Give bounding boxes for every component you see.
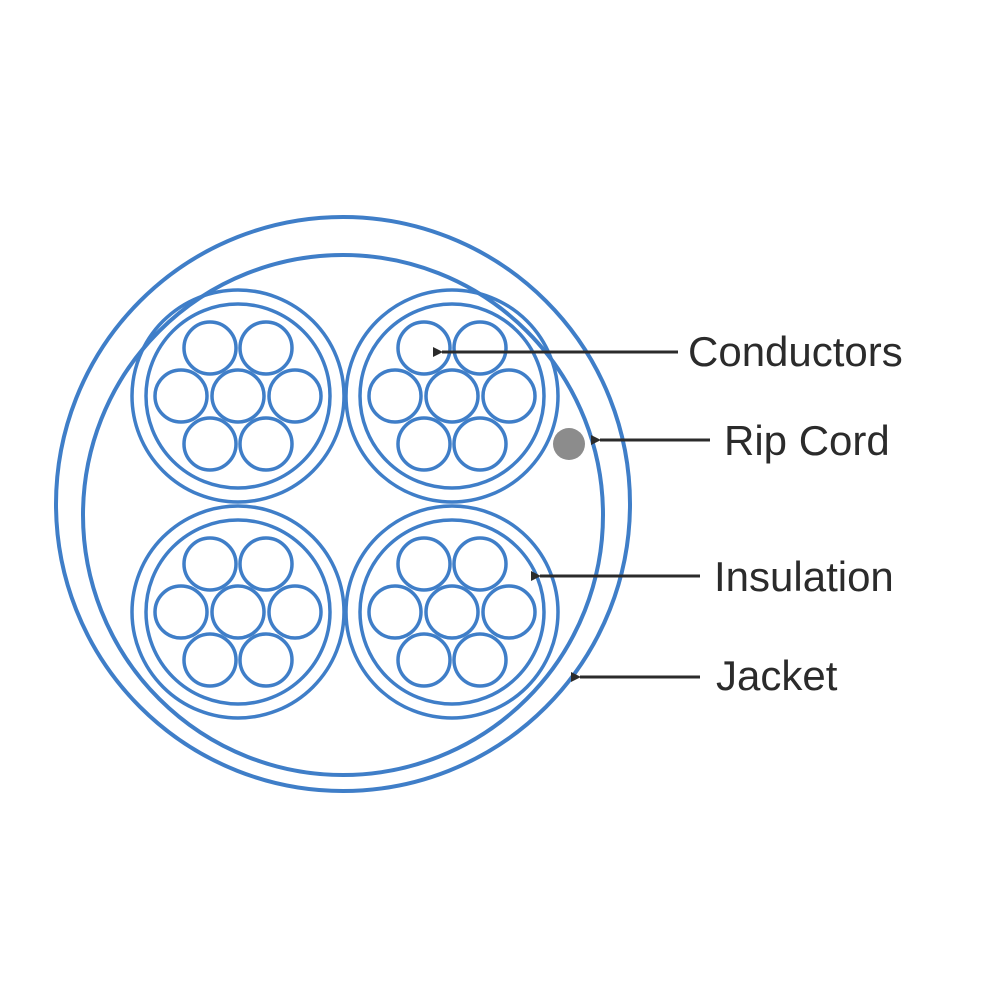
conductor-strand	[452, 536, 508, 592]
insulation-label: Insulation	[714, 553, 894, 600]
wire-group-top-left	[130, 288, 346, 504]
conductor-strand	[452, 416, 508, 472]
conductor-strand	[367, 368, 423, 424]
insulation-outer-ring	[130, 504, 346, 720]
insulation-inner-ring	[144, 302, 332, 490]
conductor-strand	[182, 536, 238, 592]
conductor-strand	[424, 584, 480, 640]
conductor-strand	[238, 632, 294, 688]
conductor-strand	[238, 320, 294, 376]
conductor-strand	[210, 368, 266, 424]
wire-group-bottom-left	[130, 504, 346, 720]
conductor-strand	[153, 368, 209, 424]
insulation-outer-ring	[130, 288, 346, 504]
conductor-strand	[396, 536, 452, 592]
jacket-inner-ring	[81, 253, 605, 777]
conductor-strand	[238, 536, 294, 592]
insulation-outer-ring	[344, 504, 560, 720]
conductor-strand	[424, 368, 480, 424]
conductor-strand	[238, 416, 294, 472]
conductor-strand	[396, 320, 452, 376]
conductor-strand	[367, 584, 423, 640]
conductor-strand	[182, 320, 238, 376]
wire-group-top-right	[344, 288, 560, 504]
wire-groups	[130, 288, 560, 720]
conductor-strand	[267, 368, 323, 424]
wire-group-bottom-right	[344, 504, 560, 720]
conductor-strand	[481, 368, 537, 424]
conductors-label: Conductors	[688, 328, 903, 375]
jacket-label: Jacket	[716, 652, 838, 699]
jacket-outer-ring	[54, 215, 632, 793]
conductor-strand	[452, 320, 508, 376]
conductor-strand	[182, 632, 238, 688]
insulation-inner-ring	[358, 518, 546, 706]
conductor-strand	[182, 416, 238, 472]
insulation-outer-ring	[344, 288, 560, 504]
conductor-strand	[481, 584, 537, 640]
conductor-strand	[396, 632, 452, 688]
rip-cord-label: Rip Cord	[724, 417, 890, 464]
conductor-strand	[210, 584, 266, 640]
conductor-strand	[153, 584, 209, 640]
insulation-inner-ring	[358, 302, 546, 490]
conductor-strand	[452, 632, 508, 688]
conductor-strand	[396, 416, 452, 472]
insulation-inner-ring	[144, 518, 332, 706]
rip-cord	[553, 428, 585, 460]
conductor-strand	[267, 584, 323, 640]
